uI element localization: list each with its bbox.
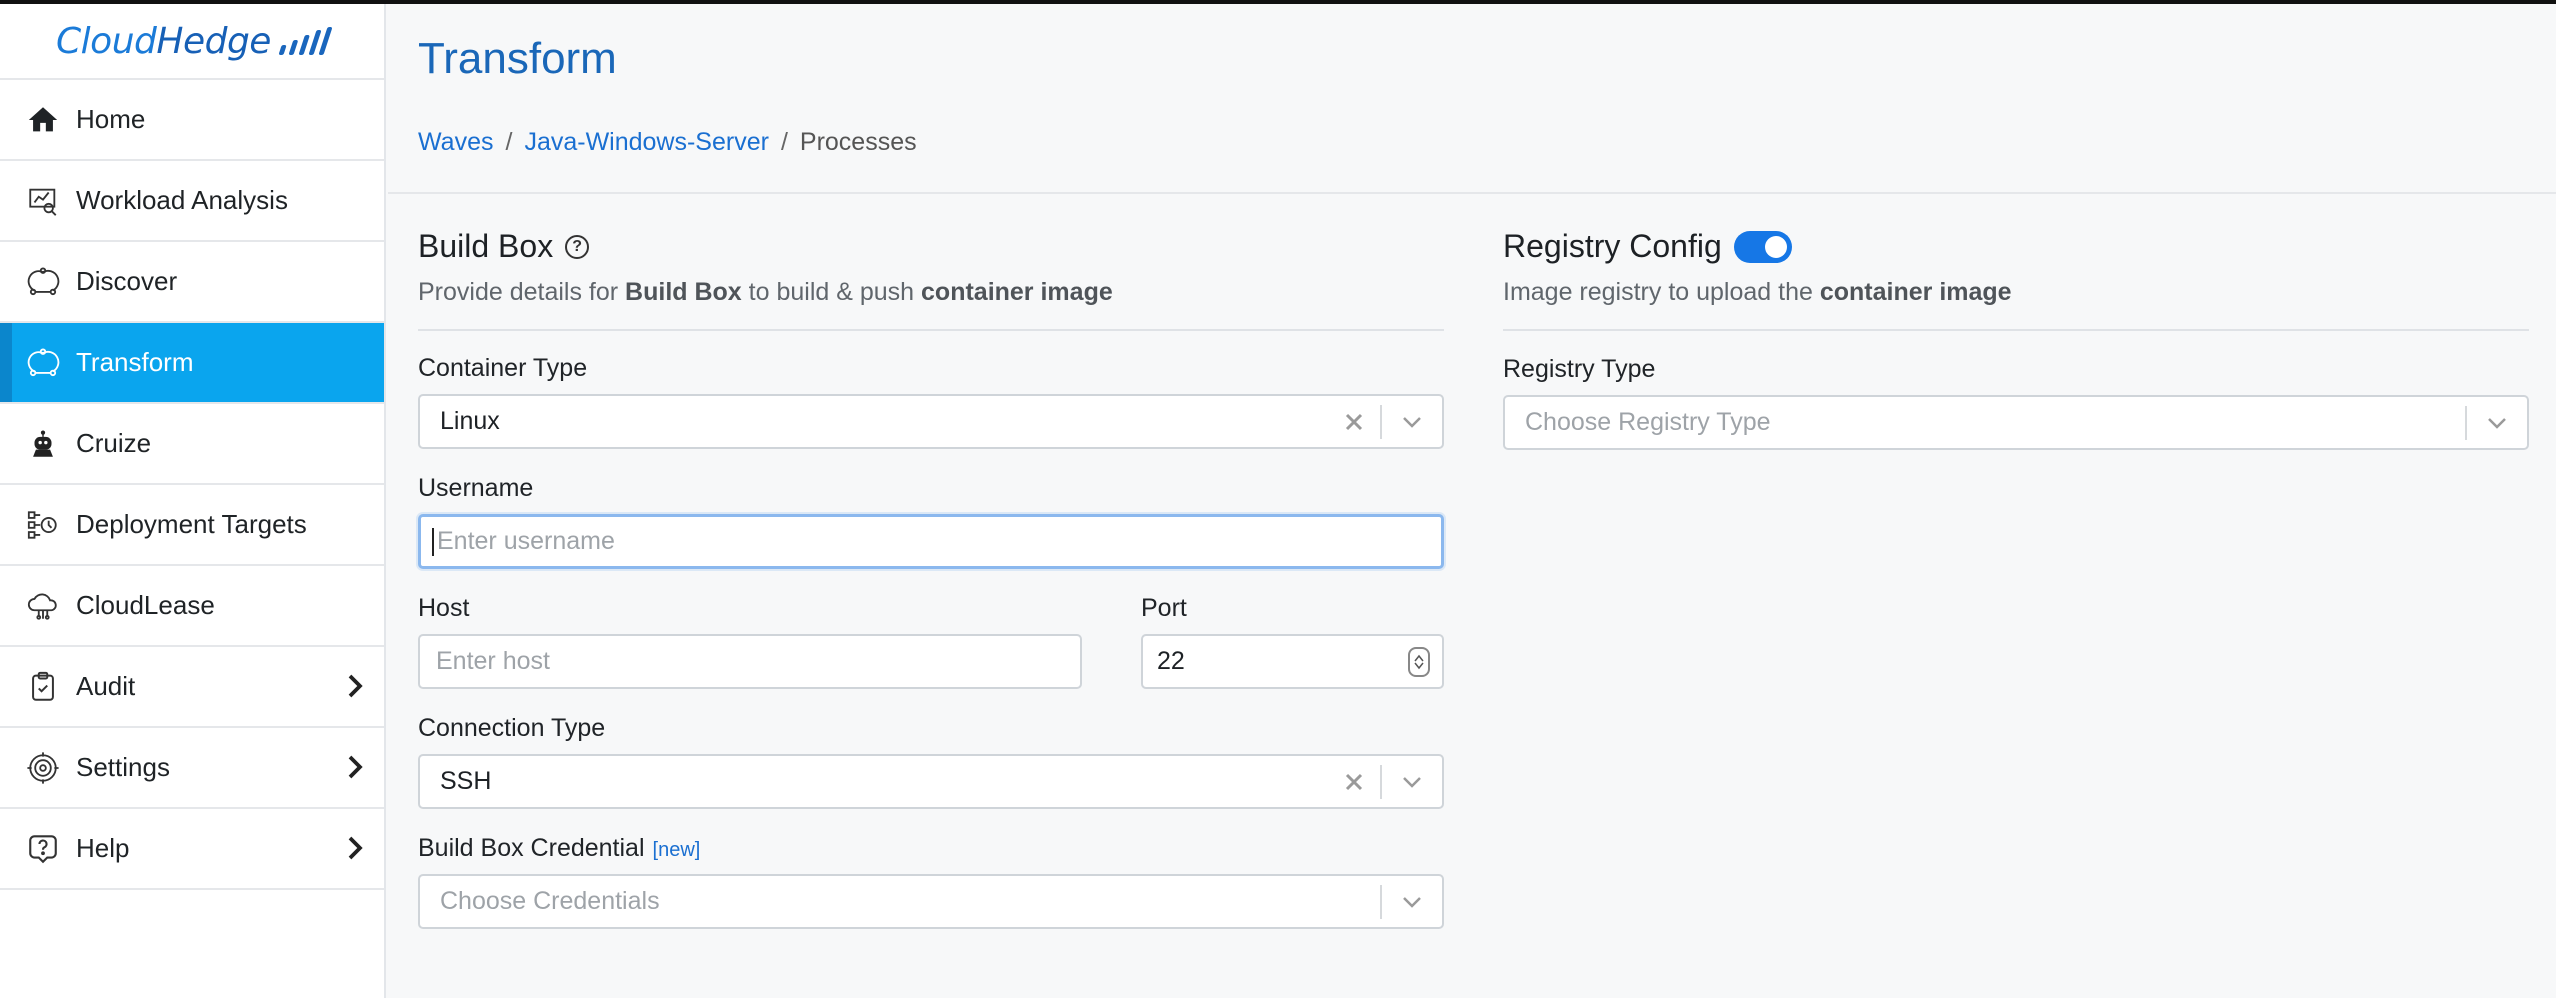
credential-placeholder: Choose Credentials xyxy=(440,887,660,915)
sidebar-item-label: Deployment Targets xyxy=(76,509,307,539)
registry-description: Image registry to upload the container i… xyxy=(1503,278,2012,306)
build-box-title-text: Build Box xyxy=(418,228,554,264)
sidebar-item-cruize[interactable]: Cruize xyxy=(0,404,384,485)
chevron-down-icon[interactable] xyxy=(1382,756,1442,807)
registry-type-label: Registry Type xyxy=(1503,355,1656,383)
host-input[interactable] xyxy=(418,634,1082,689)
new-credential-link[interactable]: [new] xyxy=(652,839,701,861)
sidebar-item-transform[interactable]: Transform xyxy=(0,323,384,404)
sidebar-item-label: Workload Analysis xyxy=(76,185,288,215)
question-circle-icon[interactable]: ? xyxy=(565,234,590,259)
container-type-select[interactable]: Linux xyxy=(418,394,1444,449)
divider xyxy=(1503,329,2529,331)
connection-type-label: Connection Type xyxy=(418,714,606,742)
port-label: Port xyxy=(1141,594,1187,622)
transform-icon xyxy=(26,346,60,380)
sidebar-item-help[interactable]: Help xyxy=(0,809,384,890)
breadcrumb: Waves / Java-Windows-Server / Processes xyxy=(418,128,917,157)
registry-config-toggle[interactable] xyxy=(1733,230,1792,263)
sidebar-item-label: Audit xyxy=(76,671,136,701)
text-cursor xyxy=(432,528,434,556)
connection-type-select[interactable]: SSH xyxy=(418,754,1444,809)
home-icon xyxy=(26,103,60,137)
stepper-icon[interactable] xyxy=(1408,646,1430,677)
select-divider xyxy=(1380,884,1382,919)
analysis-icon xyxy=(26,184,60,218)
registry-type-select[interactable]: Choose Registry Type xyxy=(1503,395,2529,450)
breadcrumb-separator: / xyxy=(505,128,513,156)
credential-label-text: Build Box Credential xyxy=(418,834,645,862)
breadcrumb-separator: / xyxy=(780,128,788,156)
sidebar-item-label: Settings xyxy=(76,752,170,782)
sidebar-item-settings[interactable]: Settings xyxy=(0,728,384,809)
settings-icon xyxy=(26,751,60,785)
username-label: Username xyxy=(418,474,534,502)
container-type-label: Container Type xyxy=(418,354,588,382)
registry-type-placeholder: Choose Registry Type xyxy=(1525,408,1771,436)
port-input[interactable]: 22 xyxy=(1141,634,1444,689)
clear-icon[interactable] xyxy=(1328,756,1380,807)
sidebar-item-label: Help xyxy=(76,833,130,863)
chevron-down-icon[interactable] xyxy=(1382,396,1442,447)
registry-config-title-text: Registry Config xyxy=(1503,228,1722,264)
chevron-right-icon xyxy=(340,752,370,782)
sidebar-item-home[interactable]: Home xyxy=(0,80,384,161)
credential-label: Build Box Credential [new] xyxy=(418,834,700,863)
chevron-down-icon[interactable] xyxy=(2467,397,2527,448)
divider xyxy=(418,329,1444,331)
breadcrumb-link-waves[interactable]: Waves xyxy=(418,128,494,156)
sidebar-item-label: Transform xyxy=(76,347,194,377)
breadcrumb-current: Processes xyxy=(799,128,917,156)
page-header: Transform Waves / Java-Windows-Server / … xyxy=(388,4,2556,194)
chevron-right-icon xyxy=(340,833,370,863)
help-icon xyxy=(26,832,60,866)
connection-type-value: SSH xyxy=(440,767,492,795)
page-title: Transform xyxy=(418,34,617,83)
sidebar: CloudHedge Home Workload Analysis Discov… xyxy=(0,4,386,998)
username-input[interactable] xyxy=(418,514,1444,569)
sidebar-item-label: Cruize xyxy=(76,428,152,458)
sidebar-item-cloudlease[interactable]: CloudLease xyxy=(0,566,384,647)
sidebar-item-audit[interactable]: Audit xyxy=(0,647,384,728)
sidebar-item-deployment-targets[interactable]: Deployment Targets xyxy=(0,485,384,566)
logo-text: CloudHedge xyxy=(56,20,271,62)
select-divider xyxy=(2465,405,2467,440)
port-value: 22 xyxy=(1157,647,1185,675)
robot-icon xyxy=(26,427,60,461)
logo[interactable]: CloudHedge xyxy=(0,4,384,80)
sidebar-item-label: CloudLease xyxy=(76,590,215,620)
build-box-title: Build Box ? xyxy=(418,228,590,265)
chevron-right-icon xyxy=(340,671,370,701)
clipboard-check-icon xyxy=(26,670,60,704)
sidebar-item-discover[interactable]: Discover xyxy=(0,242,384,323)
credential-select[interactable]: Choose Credentials xyxy=(418,874,1444,929)
select-divider xyxy=(1380,764,1382,799)
registry-config-title: Registry Config xyxy=(1503,228,1792,265)
chevron-down-icon[interactable] xyxy=(1382,876,1442,927)
discover-icon xyxy=(26,265,60,299)
build-box-description: Provide details for Build Box to build &… xyxy=(418,278,1113,306)
sidebar-item-workload-analysis[interactable]: Workload Analysis xyxy=(0,161,384,242)
breadcrumb-link-wave[interactable]: Java-Windows-Server xyxy=(524,128,769,156)
container-type-value: Linux xyxy=(440,407,500,435)
deployment-icon xyxy=(26,508,60,542)
sidebar-item-label: Discover xyxy=(76,266,178,296)
select-divider xyxy=(1380,404,1382,439)
sidebar-item-label: Home xyxy=(76,104,146,134)
cloud-icon xyxy=(26,589,60,623)
host-label: Host xyxy=(418,594,470,622)
main-content: Transform Waves / Java-Windows-Server / … xyxy=(388,4,2556,998)
clear-icon[interactable] xyxy=(1328,396,1380,447)
logo-mark-icon xyxy=(278,27,333,55)
